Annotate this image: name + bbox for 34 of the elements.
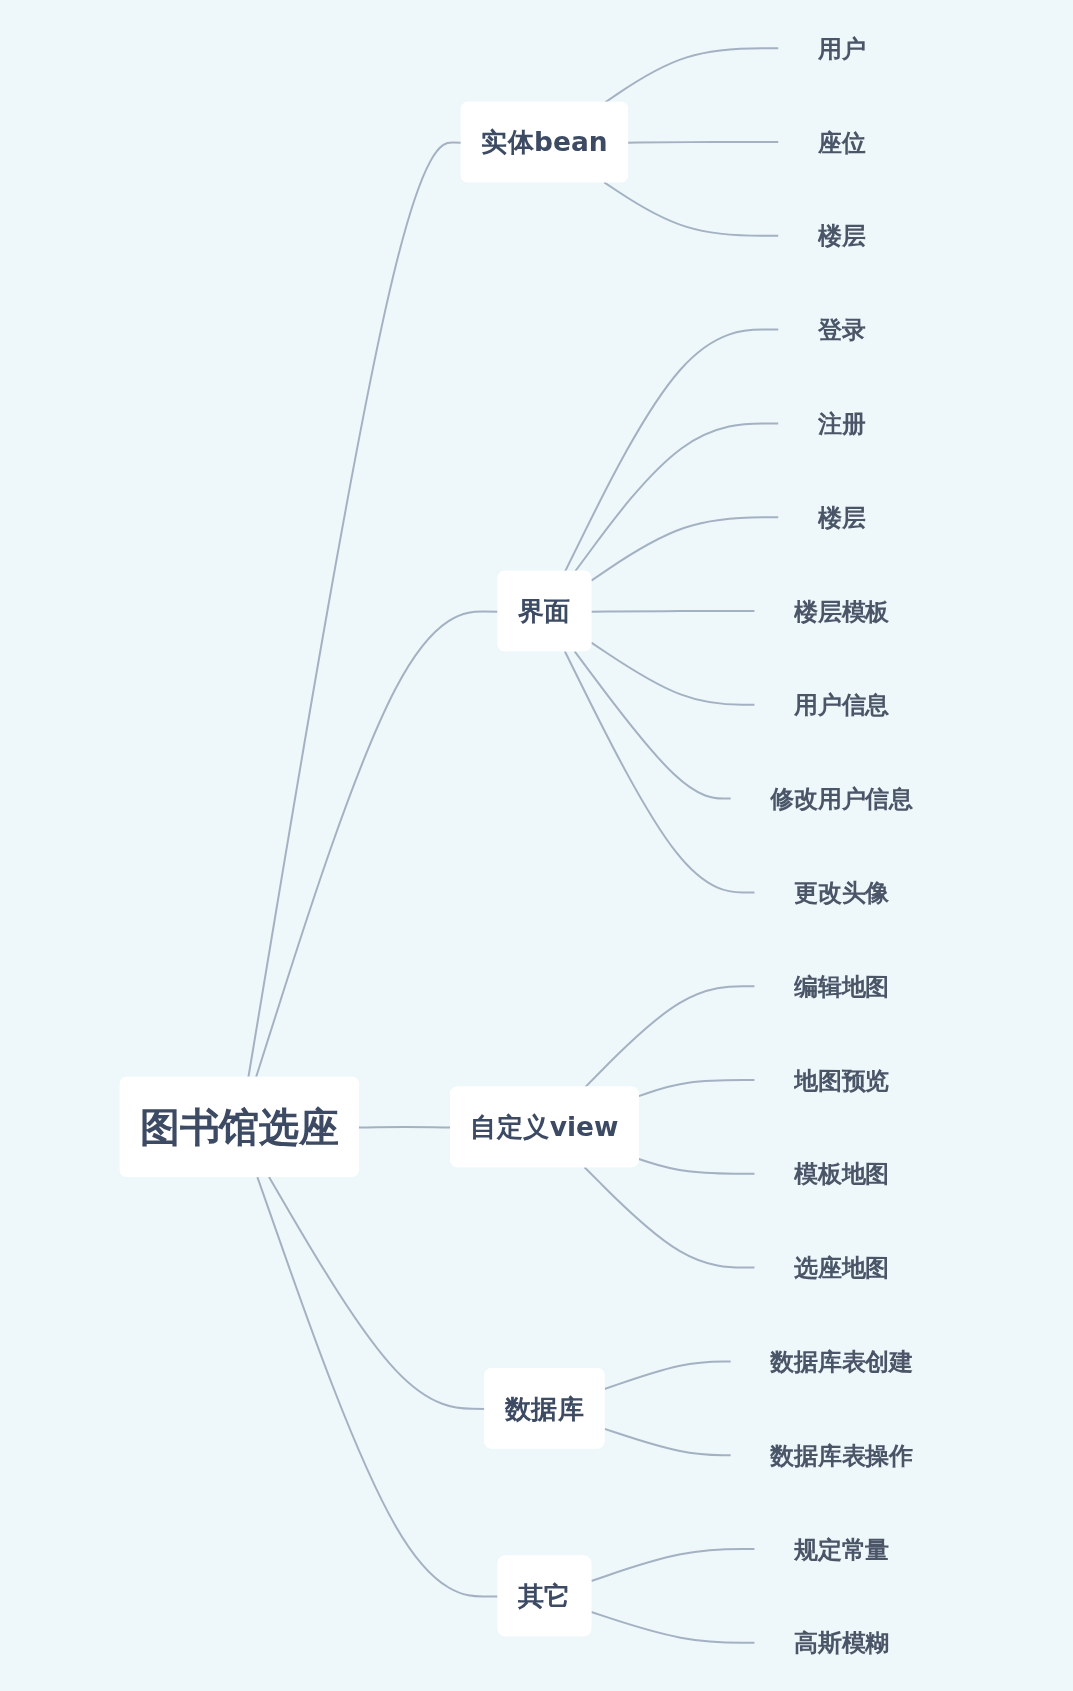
connector <box>563 650 756 894</box>
connector <box>637 1157 756 1175</box>
node-text: 楼层模板 <box>794 597 890 625</box>
connector <box>603 181 780 237</box>
connector <box>573 650 732 800</box>
node-text: 编辑地图 <box>794 972 890 1001</box>
node-text: 模板地图 <box>794 1159 890 1188</box>
node-text: 修改用户信息 <box>770 784 913 813</box>
node-text: 数据库表操作 <box>770 1441 913 1470</box>
connector <box>627 141 780 144</box>
connector <box>590 610 756 613</box>
node-text: 高斯模糊 <box>794 1628 890 1657</box>
node-text: 登录 <box>817 315 866 344</box>
connector <box>590 641 756 706</box>
node-text: 更改头像 <box>794 878 890 907</box>
connector <box>590 516 780 582</box>
node-text: 数据库表创建 <box>770 1347 913 1376</box>
node-text: 座位 <box>817 128 866 156</box>
node-text: 用户 <box>817 34 866 63</box>
connector <box>573 422 780 573</box>
node-text: 楼层 <box>817 503 866 532</box>
connector <box>563 328 780 573</box>
node-text: 用户信息 <box>794 690 890 719</box>
connector <box>603 1360 732 1390</box>
node-text: 选座地图 <box>794 1253 890 1282</box>
connector <box>590 1548 756 1583</box>
connector <box>590 1611 756 1644</box>
node-text: 规定常量 <box>794 1535 890 1563</box>
connector <box>603 1427 732 1457</box>
node-text: 注册 <box>817 409 866 438</box>
connector <box>583 985 756 1089</box>
node-text: 楼层 <box>817 221 866 250</box>
connector <box>583 1166 756 1269</box>
node-text: 地图预览 <box>794 1066 890 1094</box>
